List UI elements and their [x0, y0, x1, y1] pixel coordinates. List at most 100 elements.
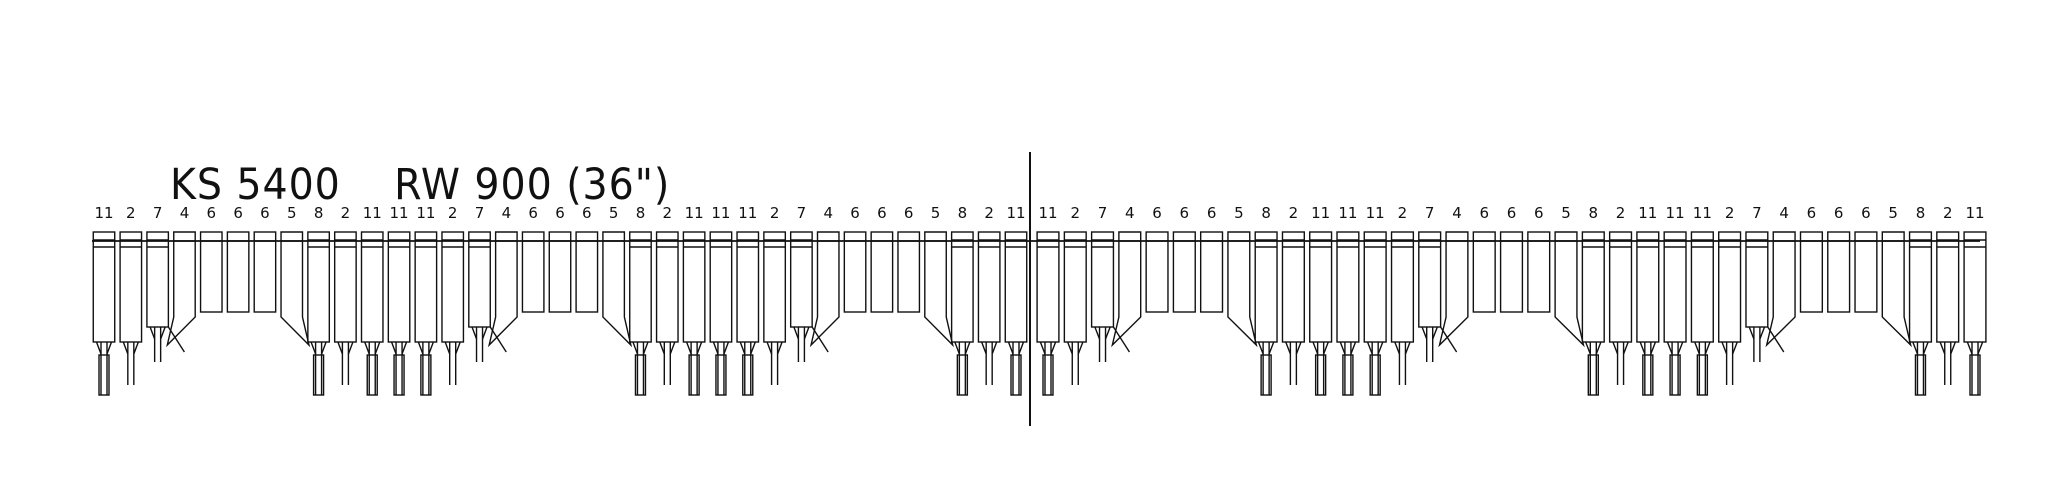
transition-plate — [1438, 231, 1469, 348]
needle-taper — [133, 341, 139, 355]
needle-taper — [1312, 341, 1319, 355]
element-code-label: 4 — [823, 204, 833, 222]
needle-hook — [1314, 354, 1327, 396]
element-code-label: 6 — [1534, 204, 1544, 222]
needle-taper — [95, 341, 102, 355]
element-code-label: 11 — [1638, 204, 1657, 222]
needle-taper — [1922, 341, 1929, 355]
needle-hook — [688, 354, 700, 396]
needle-taper — [1432, 326, 1438, 340]
element-code-label: 4 — [1125, 204, 1135, 222]
needle-taper — [347, 341, 354, 355]
cam-block — [253, 231, 277, 313]
element-code-label: 6 — [877, 204, 887, 222]
needle-body — [1936, 231, 1960, 343]
transition-plate — [1554, 231, 1585, 348]
element-code-label: 11 — [416, 204, 435, 222]
transition-plate — [1881, 231, 1912, 348]
needle-taper — [750, 341, 756, 355]
element-code-label: 2 — [1070, 204, 1080, 222]
needle-body — [1309, 231, 1333, 343]
needle-taper — [739, 341, 746, 355]
needle-body — [1745, 231, 1769, 328]
transition-plate — [602, 231, 633, 348]
element-code-label: 4 — [180, 204, 190, 222]
needle-taper — [1066, 341, 1073, 355]
needle-taper — [1622, 341, 1629, 355]
element-code-label: 6 — [1507, 204, 1517, 222]
element-code-label: 2 — [341, 204, 351, 222]
element-code-label: 6 — [555, 204, 565, 222]
needle-body — [1690, 231, 1714, 343]
needle-body — [414, 231, 438, 343]
needle-body — [387, 231, 411, 343]
element-code-label: 2 — [448, 204, 458, 222]
element-code-label: 2 — [1725, 204, 1735, 222]
needle-body — [950, 231, 974, 343]
cam-block — [199, 231, 223, 313]
needle-body — [441, 231, 465, 343]
needle-body — [146, 231, 170, 328]
needle-body — [763, 231, 787, 343]
cam-block — [1799, 231, 1824, 313]
needle-taper — [1350, 341, 1357, 355]
cam-block — [897, 231, 921, 313]
needle-taper — [1612, 341, 1619, 355]
needle-taper — [1650, 341, 1657, 355]
needle-taper — [712, 341, 719, 355]
element-code-label: 2 — [1616, 204, 1626, 222]
needle-taper — [1721, 341, 1728, 355]
needle-taper — [1666, 341, 1673, 355]
element-code-label: 7 — [797, 204, 807, 222]
needle-taper — [1950, 341, 1957, 355]
needle-body — [1418, 231, 1442, 328]
transition-plate — [1111, 231, 1142, 348]
needle-taper — [374, 341, 381, 355]
needle-taper — [455, 341, 461, 355]
element-code-label: 5 — [931, 204, 941, 222]
needle-body — [629, 231, 652, 343]
needle-taper — [1404, 341, 1411, 355]
needle-body — [1581, 231, 1605, 343]
needle-taper — [1421, 326, 1428, 340]
needle-taper — [696, 341, 703, 355]
element-code-label: 6 — [207, 204, 217, 222]
needle-taper — [417, 341, 424, 355]
transition-plate — [166, 231, 196, 348]
element-code-label: 5 — [1888, 204, 1898, 222]
element-code-label: 2 — [1398, 204, 1408, 222]
needle-taper — [1104, 326, 1111, 340]
needle-hook — [393, 354, 405, 396]
element-code-label: 11 — [1965, 204, 1984, 222]
needle-hook — [1587, 354, 1599, 396]
cam-block — [226, 231, 250, 313]
needle-taper — [1977, 341, 1984, 355]
element-code-label: 5 — [287, 204, 297, 222]
needle-taper — [766, 341, 773, 355]
cam-block — [575, 231, 599, 313]
needle-body — [1390, 231, 1415, 343]
needle-body — [1963, 231, 1987, 343]
element-code-label: 2 — [126, 204, 136, 222]
element-code-label: 6 — [850, 204, 860, 222]
transition-plate — [809, 231, 840, 348]
needle-taper — [471, 326, 478, 340]
needle-body — [119, 231, 143, 343]
cam-block — [1854, 231, 1878, 313]
needle-hook — [366, 354, 378, 396]
needle-taper — [669, 341, 676, 355]
needle-taper — [337, 341, 344, 355]
needle-body — [1636, 231, 1660, 343]
needle-hook — [956, 354, 969, 396]
element-code-label: 4 — [502, 204, 512, 222]
needle-body — [1908, 231, 1933, 343]
element-code-label: 6 — [233, 204, 243, 222]
needle-taper — [320, 341, 327, 355]
cam-block — [1499, 231, 1524, 313]
needle-taper — [659, 341, 665, 355]
element-code-label: 7 — [1098, 204, 1108, 222]
needle-taper — [954, 341, 961, 355]
cam-block — [1145, 231, 1169, 313]
needle-hook — [1642, 354, 1654, 396]
needle-body — [333, 231, 357, 343]
